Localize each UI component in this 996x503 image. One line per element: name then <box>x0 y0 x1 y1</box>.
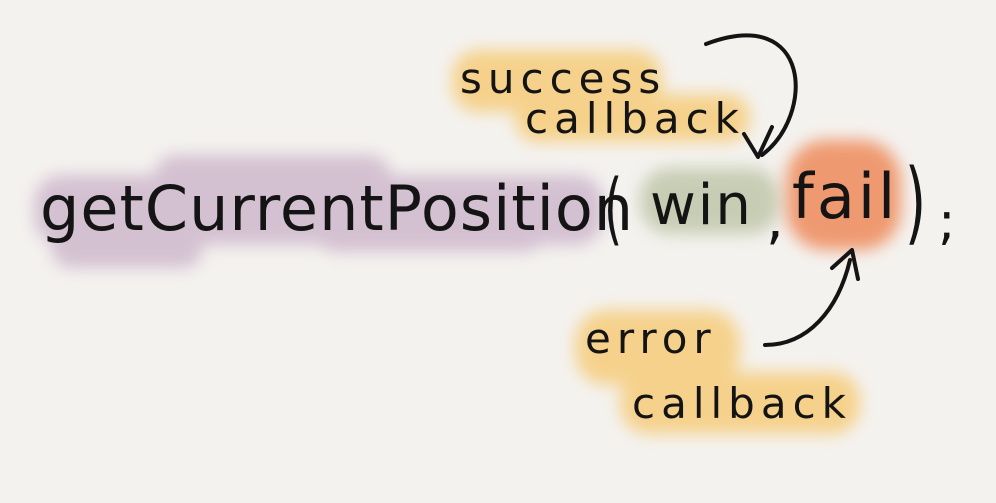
success-callback-label-line1: success <box>460 54 667 103</box>
error-argument: fail <box>792 160 899 233</box>
error-note-highlight <box>575 310 860 434</box>
close-paren: ) <box>905 150 927 255</box>
argument-comma: , <box>766 187 784 252</box>
success-arg-highlight <box>640 168 780 234</box>
semicolon: ; <box>938 192 956 252</box>
open-paren: ( <box>604 164 623 254</box>
function-name: getCurrentPosition <box>40 172 635 245</box>
success-callback-label-line2: callback <box>525 94 745 143</box>
error-arg-highlight <box>786 140 901 250</box>
error-arrow-head-icon <box>830 248 860 281</box>
success-note-highlight <box>452 50 750 142</box>
success-argument: win <box>650 173 753 238</box>
error-arrow-icon <box>763 258 852 347</box>
error-callback-label-line2: callback <box>632 379 852 428</box>
function-name-highlight <box>34 155 604 268</box>
success-arrow-icon <box>704 33 798 157</box>
error-callback-label-line1: error <box>585 314 717 363</box>
success-arrow-head-icon <box>742 125 774 159</box>
